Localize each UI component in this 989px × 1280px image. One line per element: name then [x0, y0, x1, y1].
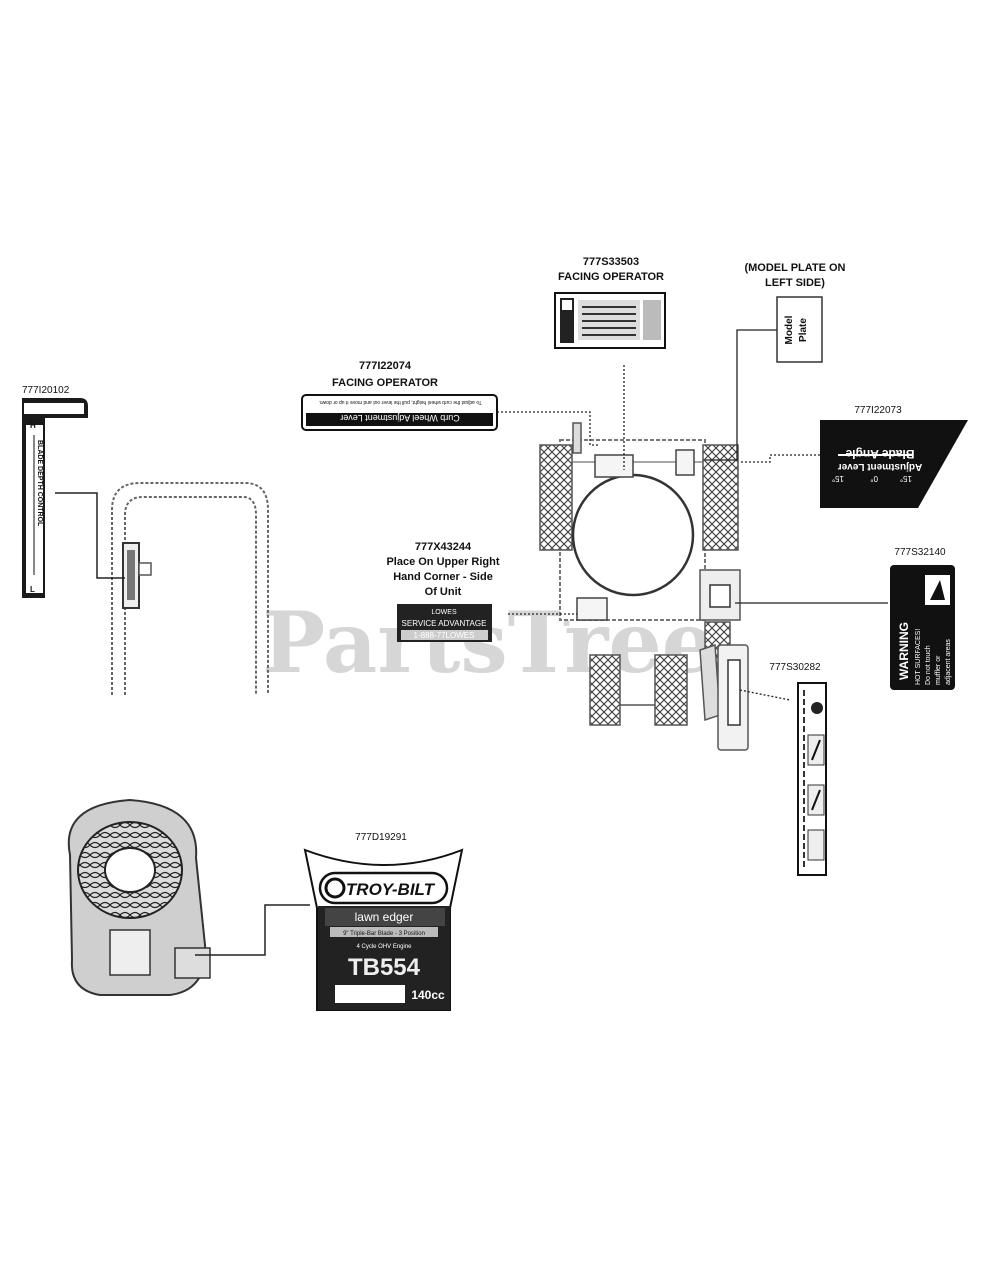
- leader-line-model-plate: [705, 329, 777, 461]
- troybilt-engine: 4 Cycle OHV Engine: [356, 944, 412, 950]
- leader-line-engine: [195, 904, 310, 956]
- lowes-note-3: Of Unit: [425, 586, 462, 598]
- hot-surface-line2: Do not touch: [925, 645, 932, 685]
- callout-part-777X43244: 777X43244: [415, 541, 472, 553]
- troybilt-brand: TROY-BILT: [346, 880, 436, 899]
- leader-line-curb: [497, 411, 600, 446]
- front-wheel-right: [654, 654, 688, 726]
- depth-control-decal: H L BLADE DEPTH CONTROL: [22, 398, 88, 598]
- callout-note-777S33503: FACING OPERATOR: [558, 271, 664, 283]
- front-wheel-left: [589, 654, 621, 726]
- lowes-note-2: Hand Corner - Side: [393, 571, 493, 583]
- leader-line-depth: [55, 492, 125, 579]
- hot-surface-line1: HOT SURFACES!: [915, 629, 922, 685]
- troybilt-decal: TROY-BILT lawn edger 9" Triple-Bar Blade…: [303, 848, 464, 1011]
- engine-assembly: [67, 798, 211, 996]
- model-plate-note-2: LEFT SIDE): [765, 277, 825, 289]
- lowes-line1: LOWES: [431, 609, 457, 616]
- lowes-line2: SERVICE ADVANTAGE: [402, 619, 487, 628]
- safety-decal-777S33503: [554, 292, 666, 349]
- strip-decal-777S30282: [797, 682, 827, 876]
- lowes-decal: LOWES SERVICE ADVANTAGE 1-888-77LOWES: [397, 604, 492, 642]
- callout-part-777D19291: 777D19291: [355, 832, 407, 843]
- model-plate: Model Plate: [776, 296, 823, 363]
- edger-body: [539, 422, 749, 751]
- blade-housing: [571, 473, 695, 597]
- callout-note-777I22074: FACING OPERATOR: [332, 377, 438, 389]
- callout-part-777S32140: 777S32140: [894, 547, 946, 558]
- troybilt-blade: 9" Triple-Bar Blade - 3 Position: [343, 931, 425, 937]
- model-plate-line1: Model: [784, 315, 795, 344]
- troybilt-model: TB554: [348, 954, 421, 981]
- hot-surface-title: WARNING: [897, 622, 911, 680]
- callout-part-777I20102: 777I20102: [22, 385, 70, 396]
- depth-letter-l: L: [30, 585, 35, 594]
- callout-part-777S30282: 777S30282: [769, 662, 821, 673]
- callout-part-777S33503: 777S33503: [583, 256, 639, 268]
- curb-wheel-line2: To adjust the curb wheel height, pull th…: [318, 399, 481, 405]
- leader-line-777S30282: [739, 689, 791, 701]
- hot-surface-decal: WARNING HOT SURFACES! Do not touch muffl…: [890, 565, 955, 690]
- handle-assembly: [111, 482, 269, 695]
- leader-line-blade-angle: [740, 454, 820, 463]
- model-plate-line2: Plate: [798, 318, 809, 342]
- lowes-note-1: Place On Upper Right: [386, 556, 499, 568]
- model-plate-note-1: (MODEL PLATE ON: [744, 262, 845, 274]
- blade-angle-decal: Blade Angle Adjustment Lever 15° 0° 15°: [820, 420, 968, 508]
- curb-wheel-line1: Curb Wheel Adjustment Lever: [340, 413, 460, 423]
- lowes-line3: 1-888-77LOWES: [414, 631, 475, 640]
- hot-surface-line4: adjacent areas: [945, 639, 952, 685]
- depth-letter-h: H: [30, 421, 36, 430]
- curb-wheel-decal: To adjust the curb wheel height, pull th…: [301, 394, 498, 431]
- blade-angle-left: 15°: [900, 474, 912, 483]
- callout-part-777I22073: 777I22073: [854, 405, 902, 416]
- troybilt-product: lawn edger: [355, 910, 414, 924]
- depth-control-text: BLADE DEPTH CONTROL: [36, 440, 43, 527]
- hot-surface-line3: muffler or: [935, 655, 942, 685]
- callout-part-777I22074: 777I22074: [359, 360, 412, 372]
- blade-angle-right: 15°: [832, 474, 844, 483]
- rear-wheel-right: [702, 444, 739, 551]
- blade-angle-line2: Adjustment Lever: [838, 461, 923, 472]
- troybilt-cc: 140cc: [411, 988, 445, 1002]
- blade-angle-mid: 0°: [870, 474, 878, 483]
- rear-wheel-left: [539, 444, 573, 551]
